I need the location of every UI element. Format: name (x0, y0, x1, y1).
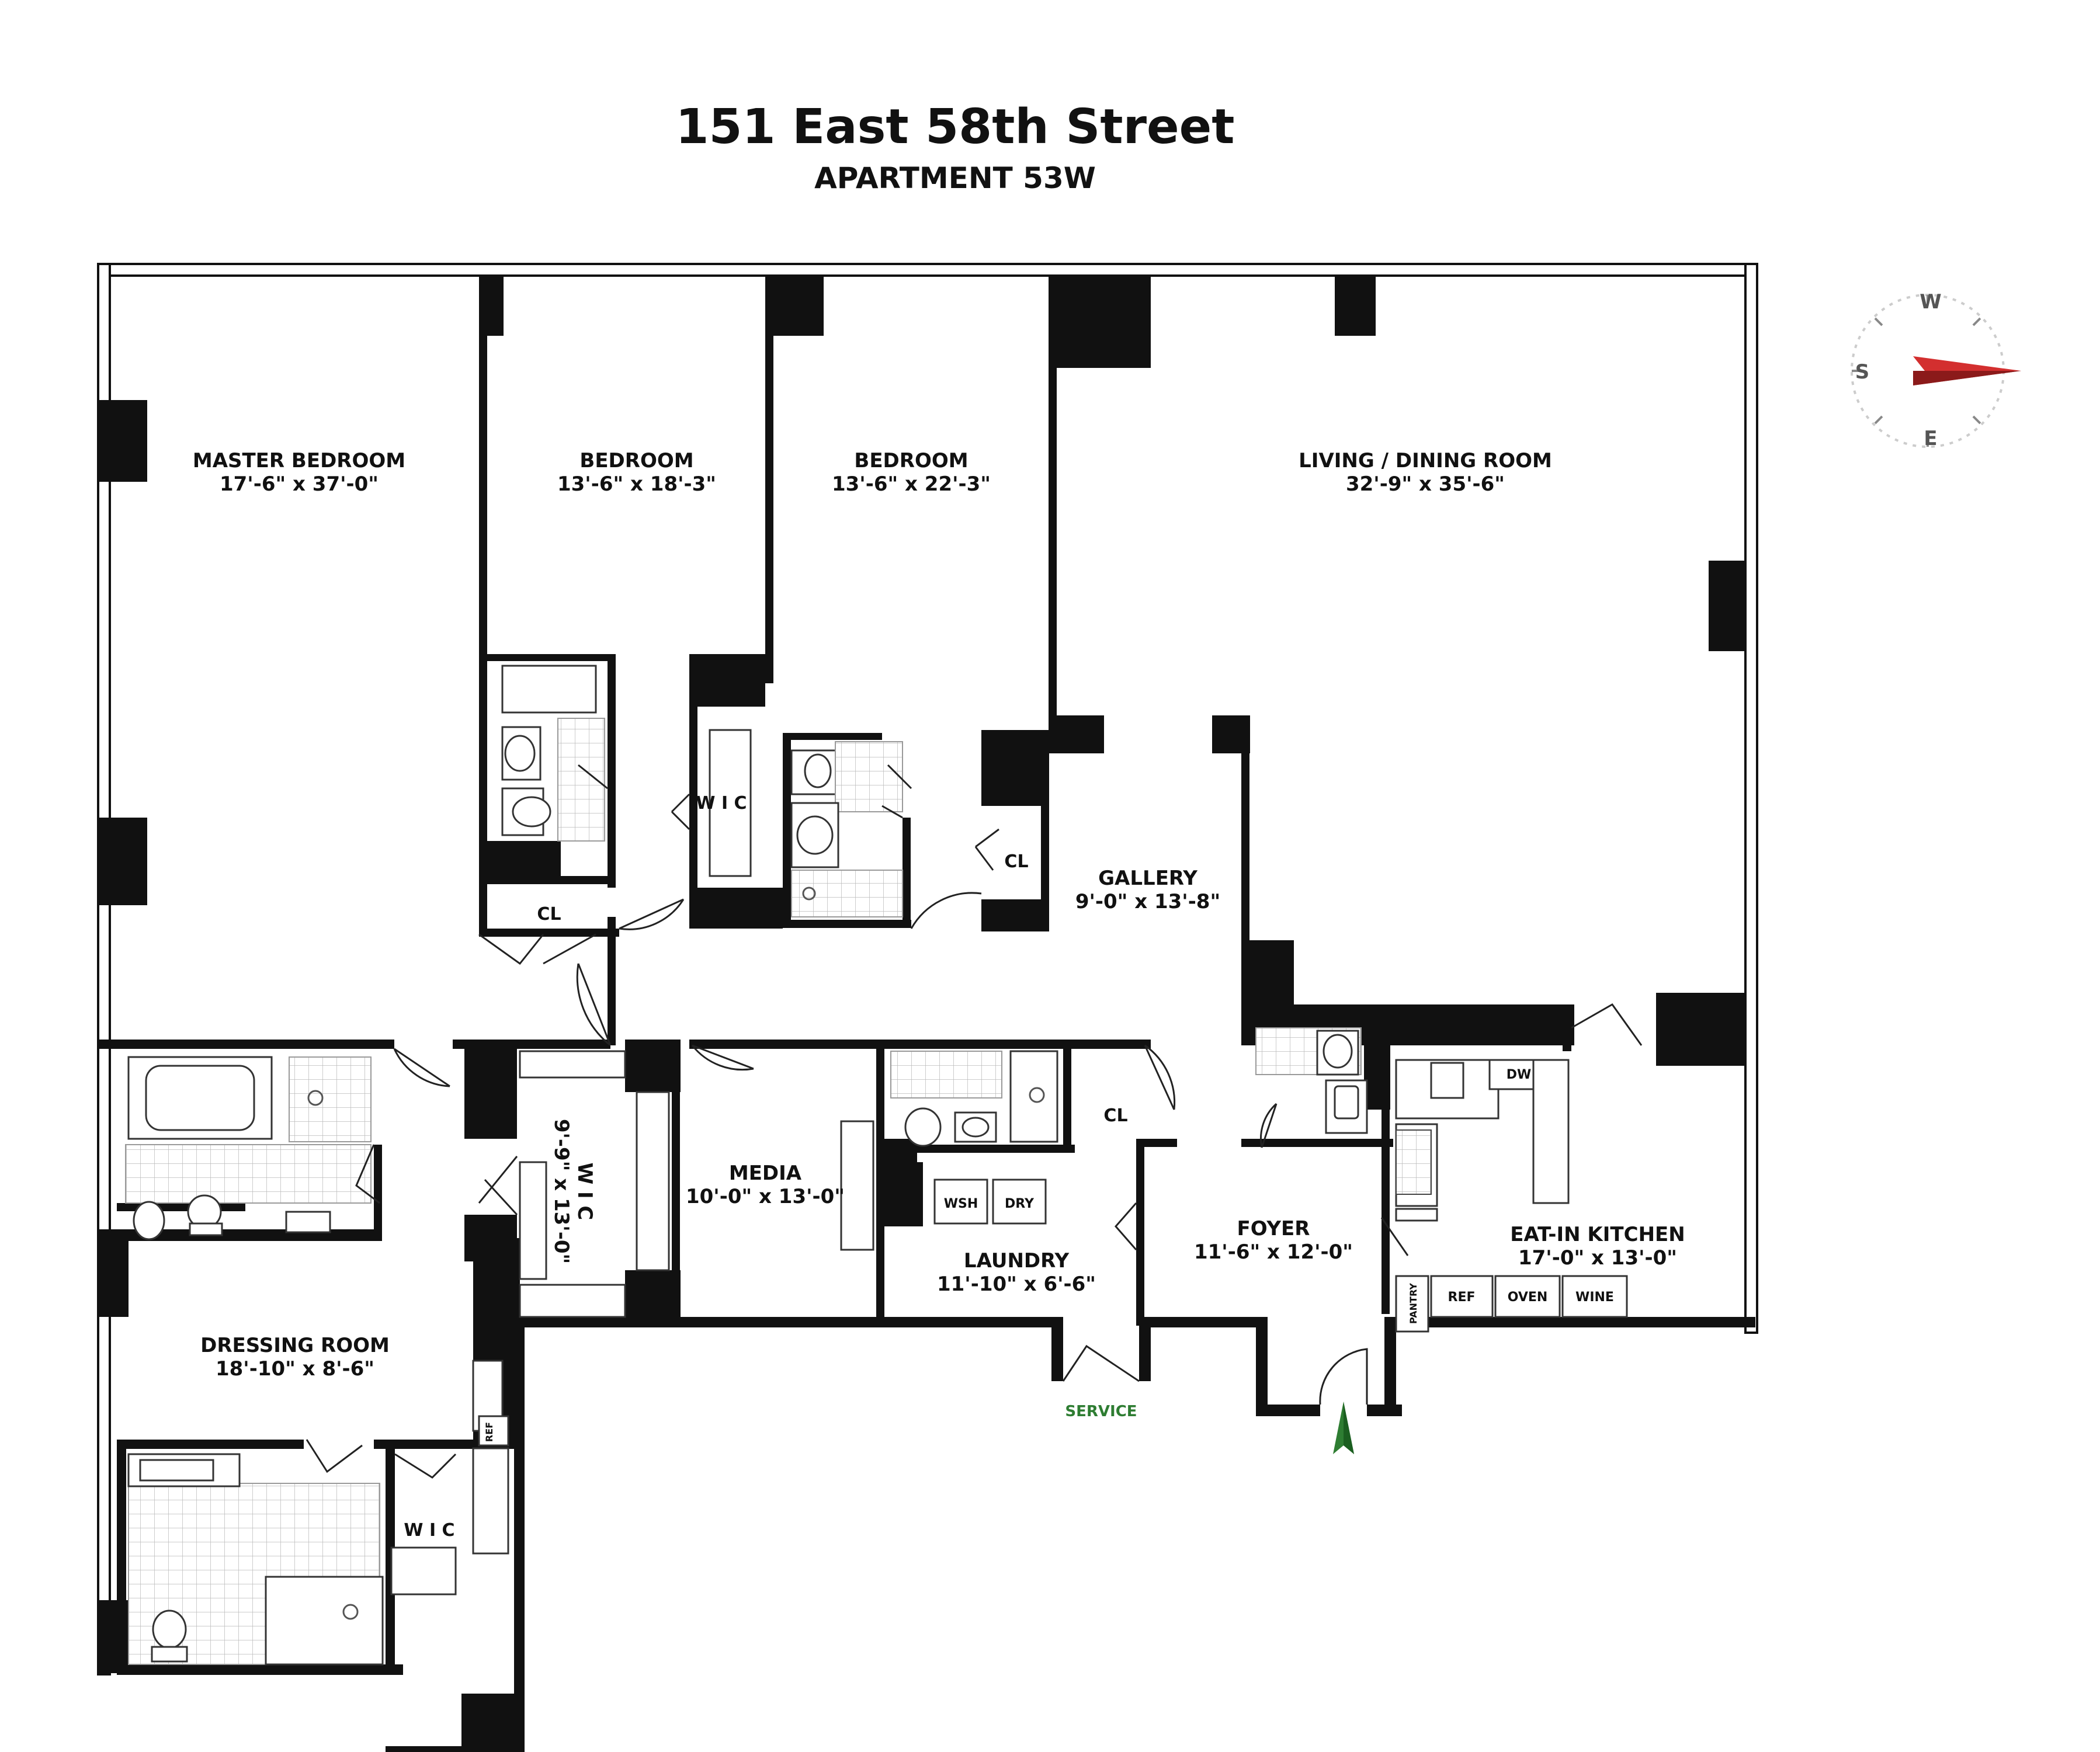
bedroom-1-dim: 13'-6" x 18'-3" (557, 472, 716, 496)
service-label: SERVICE (1065, 1403, 1137, 1420)
closet-bedroom1-label: CL (537, 904, 561, 924)
bedroom-1-name: BEDROOM (579, 449, 693, 472)
dressing-room-name: DRESSING ROOM (200, 1334, 390, 1357)
room-labels: MASTER BEDROOM 17'-6" x 37'-0" BEDROOM 1… (193, 449, 1685, 1541)
compass-s-label: S (1855, 360, 1870, 384)
washer-label: WSH (944, 1197, 978, 1211)
bedroom-2-dim: 13'-6" x 22'-3" (832, 472, 991, 496)
laundry-name: LAUNDRY (964, 1249, 1070, 1273)
compass-w-label: W (1919, 290, 1942, 314)
master-wic-name: W I C (573, 1163, 596, 1221)
plan-subtitle: APARTMENT 53W (814, 161, 1096, 195)
window-frame (97, 263, 1758, 1675)
media-dim: 10'-0" x 13'-0" (686, 1185, 845, 1208)
gallery-dim: 9'-0" x 13'-8" (1075, 890, 1220, 913)
compass-icon: W E S (1851, 290, 2021, 450)
gallery-name: GALLERY (1098, 867, 1197, 890)
dressing-room-dim: 18'-10" x 8'-6" (216, 1357, 374, 1381)
foyer-name: FOYER (1237, 1217, 1310, 1240)
living-dining-dim: 32'-9" x 35'-6" (1346, 472, 1505, 496)
plan-title: 151 East 58th Street (676, 99, 1235, 155)
wic-dressing-label: W I C (404, 1520, 454, 1541)
pantry-label: PANTRY (1408, 1283, 1419, 1324)
dryer-label: DRY (1005, 1197, 1035, 1211)
structural-columns (99, 274, 1747, 1673)
dishwasher-label: DW (1507, 1068, 1532, 1082)
compass-e-label: E (1924, 427, 1937, 450)
entry-arrow-icon (1333, 1402, 1354, 1454)
kitchen-name: EAT-IN KITCHEN (1510, 1223, 1685, 1246)
master-wic-dim: 9'-9" x 13'-0" (550, 1119, 573, 1264)
wine-label: WINE (1575, 1290, 1614, 1305)
closet-foyer-label: CL (1103, 1106, 1127, 1126)
kitchen-dim: 17'-0" x 13'-0" (1518, 1246, 1677, 1270)
refrigerator-label: REF (1448, 1290, 1476, 1305)
doors (306, 764, 1643, 1479)
laundry-dim: 11'-10" x 6'-6" (937, 1273, 1096, 1296)
media-name: MEDIA (729, 1162, 802, 1185)
master-bedroom-name: MASTER BEDROOM (193, 449, 405, 472)
wic-bedroom-label: W I C (696, 793, 747, 814)
living-dining-name: LIVING / DINING ROOM (1299, 449, 1552, 472)
master-bedroom-dim: 17'-6" x 37'-0" (220, 472, 379, 496)
foyer-dim: 11'-6" x 12'-0" (1194, 1240, 1353, 1264)
fixtures (125, 665, 1628, 1666)
bedroom-2-name: BEDROOM (854, 449, 968, 472)
closet-bedroom2-label: CL (1004, 851, 1028, 872)
oven-label: OVEN (1508, 1290, 1548, 1305)
dressing-ref-label: REF (484, 1422, 495, 1442)
